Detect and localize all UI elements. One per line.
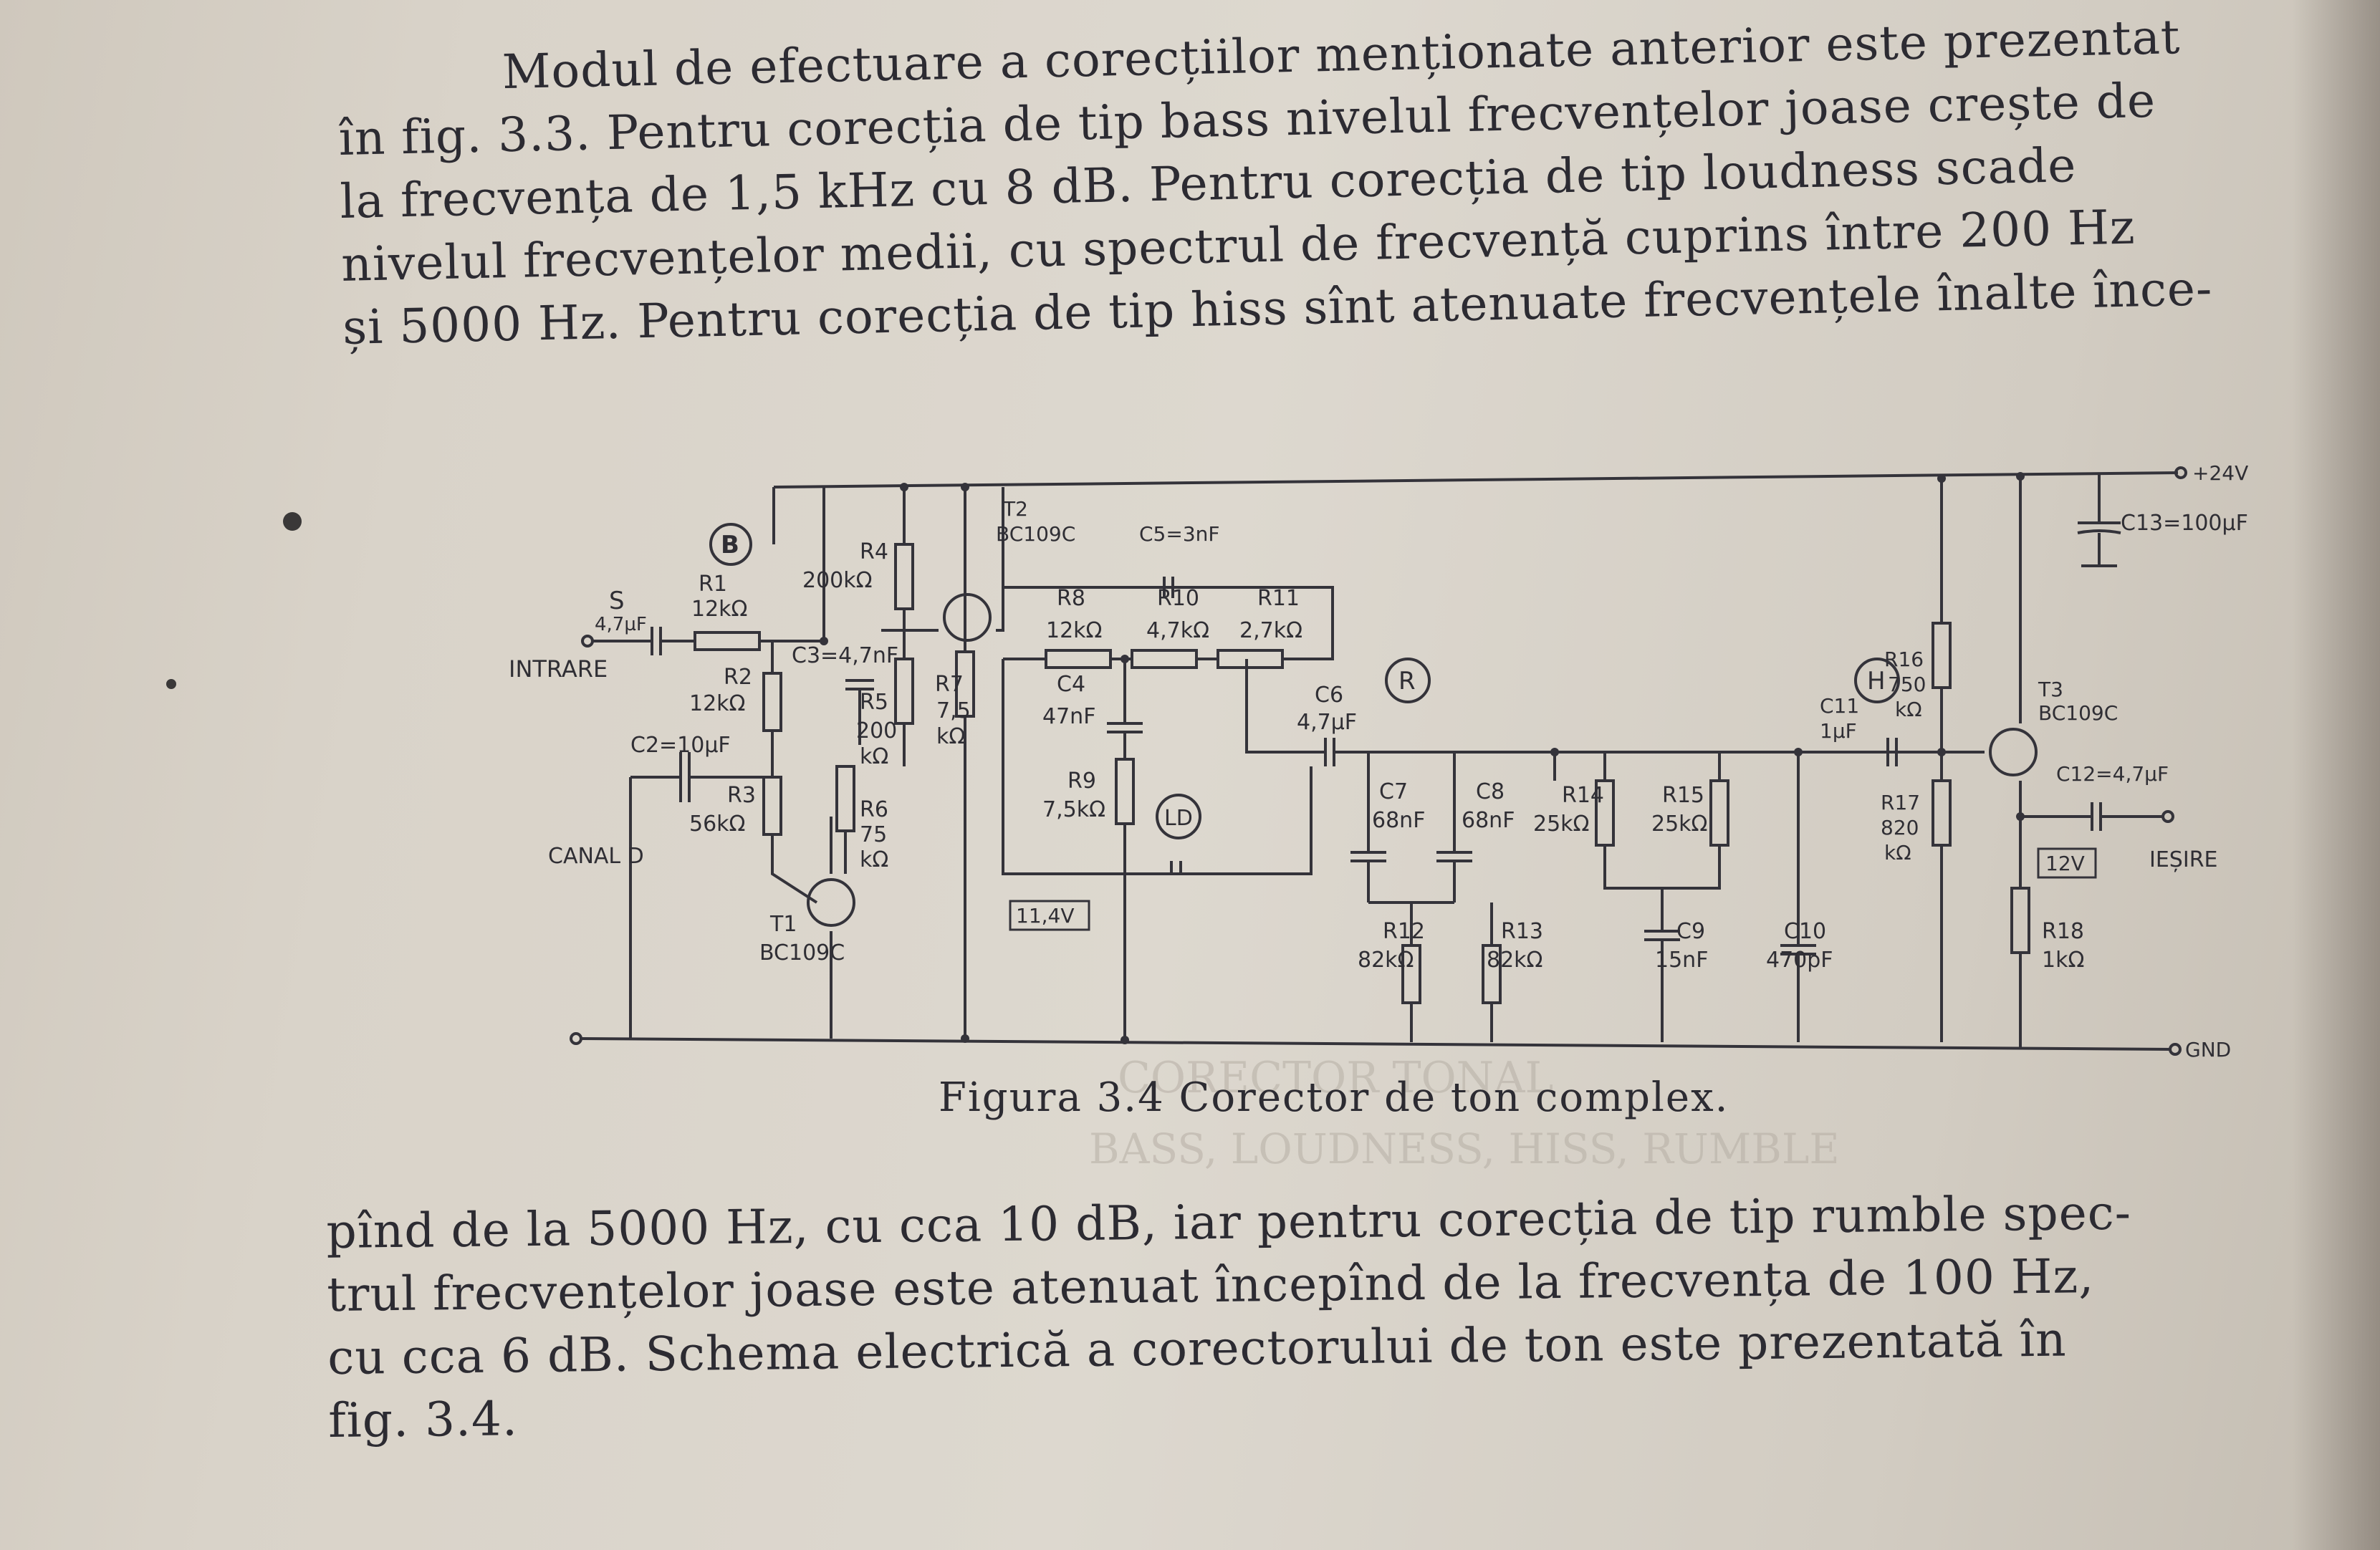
- label-c4-value: 47nF: [1042, 704, 1095, 729]
- label-r13-value: 82kΩ: [1487, 948, 1542, 973]
- label-c9: C9: [1676, 919, 1705, 944]
- label-r10: R10: [1157, 586, 1199, 611]
- label-r8: R8: [1057, 586, 1085, 611]
- label-c4: C4: [1057, 672, 1085, 697]
- label-canal-d: CANAL D: [548, 844, 644, 869]
- label-r15: R15: [1662, 783, 1704, 808]
- label-r11-value: 2,7kΩ: [1239, 618, 1302, 643]
- label-r5-unit: kΩ: [860, 744, 888, 769]
- label-c11: C11: [1820, 694, 1859, 718]
- label-intrare: INTRARE: [509, 655, 608, 683]
- label-r1: R1: [699, 572, 727, 597]
- label-c7-value: 68nF: [1372, 808, 1425, 833]
- label-supply: +24V: [2192, 461, 2248, 485]
- label-t3: T3: [2038, 678, 2063, 701]
- label-r12-value: 82kΩ: [1358, 948, 1414, 973]
- figure-caption: Figura 3.4 Corector de ton complex.: [939, 1074, 1729, 1121]
- page-edge-shadow: [2293, 0, 2380, 1550]
- label-r9: R9: [1067, 769, 1096, 794]
- label-c6-value: 4,7µF: [1297, 710, 1357, 735]
- label-r17: R17: [1881, 791, 1920, 814]
- label-h-marker: H: [1867, 667, 1886, 695]
- label-r-marker: R: [1398, 667, 1416, 695]
- label-b: B: [721, 531, 739, 559]
- label-r16-unit: kΩ: [1895, 698, 1922, 721]
- label-r17-value: 820: [1881, 816, 1919, 839]
- label-t3-value: BC109C: [2038, 701, 2118, 725]
- label-c13: C13=100µF: [2121, 511, 2248, 536]
- label-t1: T1: [769, 912, 797, 937]
- label-c8: C8: [1476, 779, 1505, 804]
- paragraph-top: Modul de efectuare a corecțiilor mențion…: [337, 3, 2342, 360]
- label-r8-value: 12kΩ: [1046, 618, 1102, 643]
- label-r13: R13: [1501, 919, 1543, 944]
- label-c7: C7: [1379, 779, 1408, 804]
- label-r16: R16: [1884, 648, 1924, 671]
- label-c5: C5=3nF: [1139, 522, 1220, 546]
- label-r5: R5: [860, 690, 888, 715]
- label-c6: C6: [1315, 683, 1343, 708]
- label-c10: C10: [1784, 919, 1826, 944]
- label-r11: R11: [1257, 586, 1300, 611]
- label-iesire: IEȘIRE: [2149, 847, 2218, 872]
- label-r6-unit: kΩ: [860, 847, 888, 872]
- label-r17-unit: kΩ: [1884, 841, 1911, 865]
- label-r16-value: 750: [1888, 673, 1926, 696]
- label-r7-unit: kΩ: [936, 724, 965, 749]
- label-t1-value: BC109C: [759, 940, 845, 966]
- label-r3: R3: [727, 783, 756, 808]
- label-r18: R18: [2042, 919, 2084, 944]
- label-c12: C12=4,7µF: [2056, 762, 2169, 786]
- label-gnd: GND: [2185, 1038, 2231, 1062]
- label-c10-value: 470pF: [1766, 948, 1833, 973]
- label-11-4v: 11,4V: [1016, 904, 1075, 928]
- label-c9-value: 15nF: [1655, 948, 1708, 973]
- label-r2: R2: [724, 665, 752, 690]
- margin-dot: [166, 679, 176, 689]
- label-r1-value: 12kΩ: [691, 597, 747, 622]
- label-r7-value: 7,5: [936, 698, 971, 723]
- label-r4-value: 200kΩ: [802, 568, 873, 593]
- label-r18-value: 1kΩ: [2042, 948, 2084, 973]
- label-ld: LD: [1164, 806, 1193, 831]
- label-r7: R7: [935, 672, 964, 697]
- label-r15-value: 25kΩ: [1651, 812, 1707, 837]
- label-t2-value: BC109C: [996, 522, 1075, 546]
- label-c11-value: 1µF: [1820, 719, 1857, 743]
- label-r6-value: 75: [860, 822, 887, 847]
- margin-dot: [283, 512, 302, 531]
- bleed-through-text: CORECTOR TONAL: [1118, 1053, 1554, 1103]
- circuit-figure: +24V C13=100µF S 4,7µF B R1 12kΩ R4 200k…: [502, 444, 2336, 1074]
- label-t2: T2: [1002, 497, 1028, 521]
- label-r5-value: 200: [856, 718, 897, 743]
- label-r10-value: 4,7kΩ: [1146, 618, 1209, 643]
- label-c2: C2=10µF: [630, 733, 731, 758]
- label-c1: 4,7µF: [595, 614, 647, 635]
- label-r4: R4: [860, 539, 888, 564]
- label-r14-value: 25kΩ: [1533, 812, 1589, 837]
- label-r6: R6: [860, 797, 888, 822]
- label-c3: C3=4,7nF: [792, 643, 898, 668]
- label-r14: R14: [1562, 783, 1604, 808]
- label-r12: R12: [1383, 919, 1425, 944]
- paragraph-bottom: pînd de la 5000 Hz, cu cca 10 dB, iar pe…: [326, 1180, 2335, 1453]
- label-s: S: [609, 587, 625, 615]
- circuit-schematic: +24V C13=100µF S 4,7µF B R1 12kΩ R4 200k…: [509, 461, 2248, 1062]
- label-c8-value: 68nF: [1462, 808, 1515, 833]
- bleed-through-text: BASS, LOUDNESS, HISS, RUMBLE: [1089, 1125, 1840, 1173]
- label-r3-value: 56kΩ: [689, 812, 745, 837]
- label-r2-value: 12kΩ: [689, 691, 745, 716]
- label-r9-value: 7,5kΩ: [1042, 797, 1105, 822]
- label-12v: 12V: [2045, 852, 2085, 875]
